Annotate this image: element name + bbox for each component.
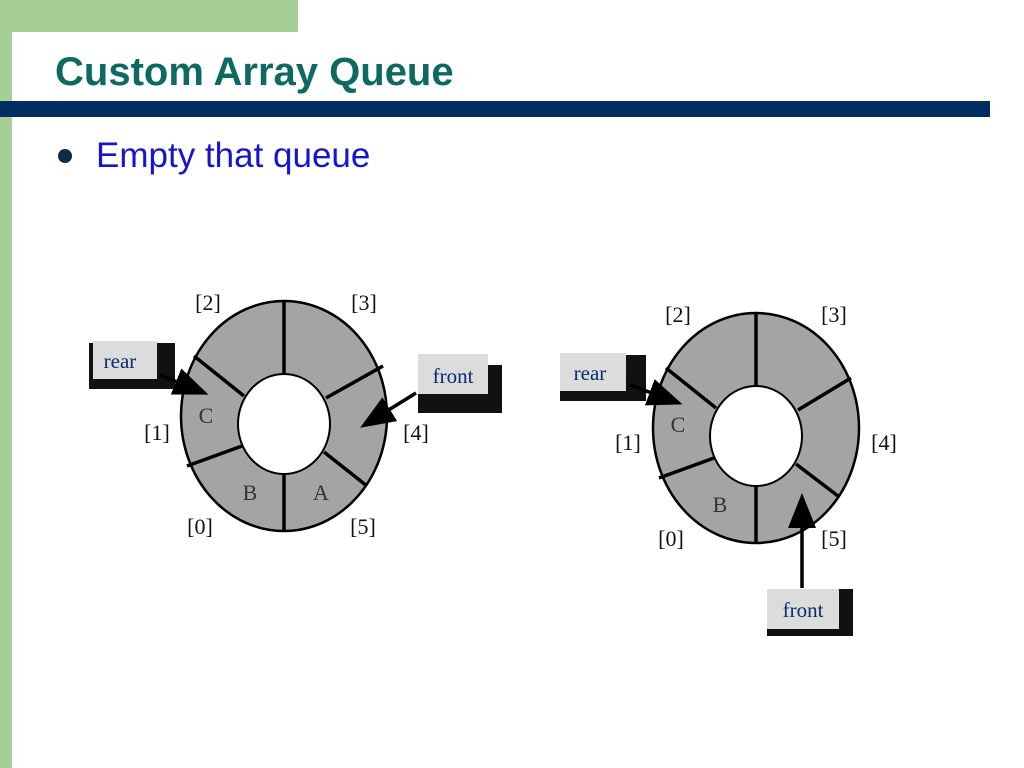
- cell-value-b: B: [243, 480, 258, 505]
- slot-index-2: [2]: [195, 290, 221, 315]
- bullet-dot: [58, 149, 72, 163]
- cell-value-c: C: [671, 412, 686, 437]
- diagram-before: [2] [3] [1] [4] [0] [5] C B A rear front: [89, 290, 502, 539]
- top-accent-bar: [0, 0, 298, 32]
- left-accent-bar: [0, 0, 12, 768]
- slot-index-3: [3]: [821, 302, 847, 327]
- rear-pointer: rear: [89, 341, 209, 395]
- slot-index-1: [1]: [615, 430, 641, 455]
- front-pointer: front: [360, 354, 502, 428]
- rear-pointer: rear: [560, 353, 683, 406]
- bullet-text: Empty that queue: [96, 136, 371, 175]
- bullet-item: Empty that queue: [55, 134, 370, 178]
- slot-index-3: [3]: [351, 290, 377, 315]
- slide-title: Custom Array Queue: [55, 50, 454, 94]
- front-label: front: [433, 364, 474, 388]
- cell-value-c: C: [199, 403, 214, 428]
- rear-label: rear: [574, 361, 607, 385]
- slot-index-5: [5]: [350, 514, 376, 539]
- circular-array-ring: [179, 299, 389, 533]
- slot-index-2: [2]: [665, 302, 691, 327]
- slot-index-0: [0]: [187, 514, 213, 539]
- diagram-after: [2] [3] [1] [4] [0] [5] C B rear front: [560, 302, 897, 636]
- slot-index-5: [5]: [821, 526, 847, 551]
- circular-array-ring: [651, 311, 861, 545]
- slot-index-1: [1]: [144, 420, 170, 445]
- slot-index-0: [0]: [658, 526, 684, 551]
- rear-label: rear: [104, 349, 137, 373]
- slot-index-4: [4]: [403, 420, 429, 445]
- cell-value-a: A: [313, 480, 329, 505]
- front-label: front: [783, 598, 824, 622]
- title-rule: [0, 101, 990, 117]
- cell-value-b: B: [713, 492, 728, 517]
- slot-index-4: [4]: [871, 430, 897, 455]
- front-pointer: front: [767, 493, 853, 636]
